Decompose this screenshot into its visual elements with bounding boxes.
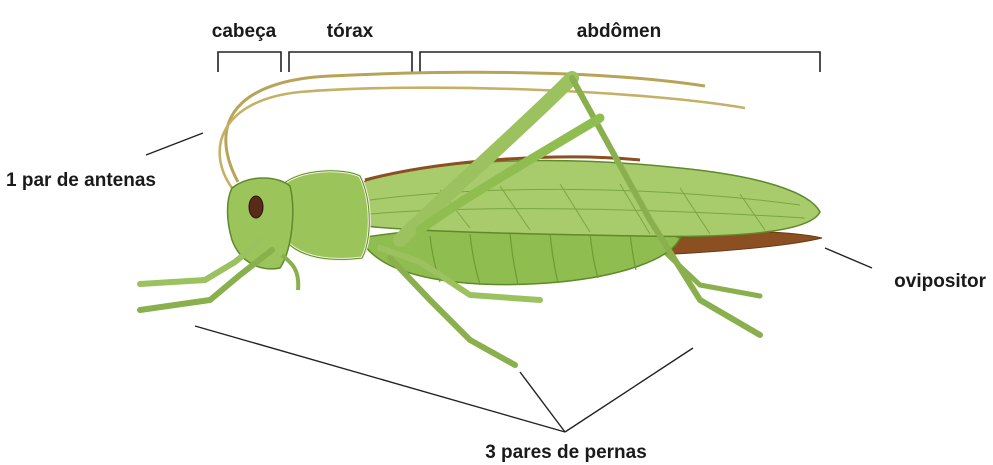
legs-label: 3 pares de pernas	[485, 442, 647, 463]
thorax-shape	[282, 171, 369, 260]
abdomen-bracket	[420, 52, 820, 72]
thorax-bracket	[289, 52, 412, 72]
grasshopper-illustration	[140, 72, 822, 365]
head-label: cabeça	[212, 21, 277, 42]
body-region-brackets	[218, 52, 820, 72]
head-bracket	[218, 52, 281, 72]
legs-leader-left	[195, 326, 565, 432]
legs-leader-right	[565, 348, 693, 432]
compound-eye	[249, 196, 263, 218]
antennae-label: 1 par de antenas	[6, 170, 156, 191]
legs-leader-mid	[520, 372, 565, 432]
ovipositor-leader	[825, 248, 872, 268]
thorax-label: tórax	[327, 21, 374, 42]
antennae-leader	[146, 133, 203, 155]
abdomen-label: abdômen	[577, 21, 661, 42]
ovipositor-label: ovipositor	[894, 271, 986, 292]
